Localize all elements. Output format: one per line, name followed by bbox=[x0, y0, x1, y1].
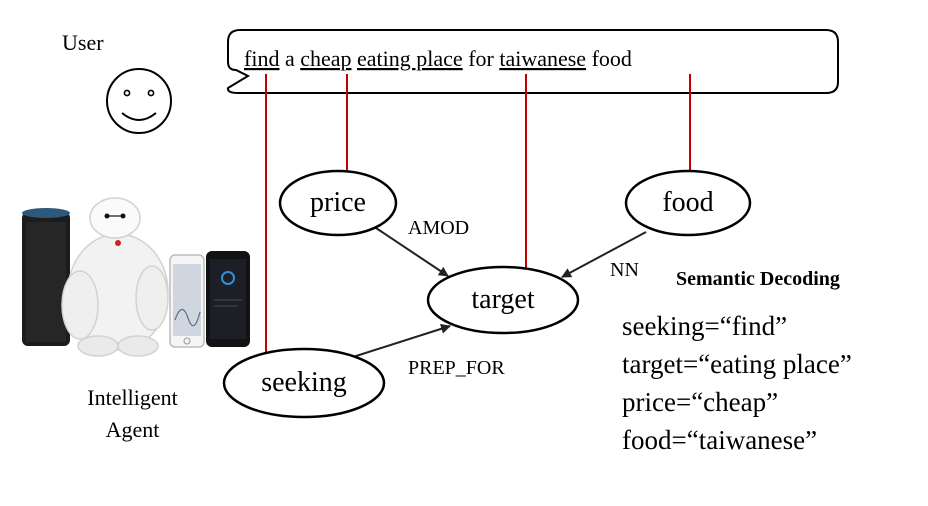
node-seeking: seeking bbox=[222, 347, 386, 419]
semantic-decoding-title: Semantic Decoding bbox=[676, 268, 840, 290]
edge-prep-for bbox=[352, 323, 451, 358]
edge-label-prep-for: PREP_FOR bbox=[408, 357, 505, 379]
edge-label-nn: NN bbox=[610, 259, 639, 281]
robot-character-icon bbox=[61, 197, 169, 357]
smartphone-black-icon bbox=[206, 251, 250, 347]
node-seeking-label: seeking bbox=[261, 367, 347, 398]
node-target-label: target bbox=[471, 284, 534, 315]
node-food-label: food bbox=[662, 187, 713, 218]
decoding-line-price: price=“cheap” bbox=[622, 387, 779, 417]
decoding-line-food: food=“taiwanese” bbox=[622, 425, 818, 455]
utterance-token: taiwanese bbox=[499, 46, 586, 71]
node-target: target bbox=[426, 265, 580, 335]
speech-bubble bbox=[226, 29, 839, 94]
node-price: price bbox=[278, 169, 398, 237]
agent-label-line-1: Intelligent bbox=[87, 385, 178, 410]
utterance-token: cheap bbox=[300, 46, 351, 71]
agent-devices-illustration bbox=[22, 197, 250, 357]
utterance-token: eating place bbox=[357, 46, 463, 71]
user-label: User bbox=[62, 30, 104, 55]
user-smiley-icon bbox=[106, 68, 172, 134]
semantic-decoding-list: seeking=“find” target=“eating place” pri… bbox=[622, 307, 852, 459]
utterance-token: find bbox=[244, 46, 279, 71]
utterance-token: for bbox=[463, 46, 500, 71]
utterance-token: food bbox=[586, 46, 632, 71]
edge-label-amod: AMOD bbox=[408, 217, 469, 239]
edge-amod bbox=[372, 225, 449, 277]
decoding-line-seeking: seeking=“find” bbox=[622, 311, 788, 341]
agent-label-line-2: Agent bbox=[105, 417, 160, 442]
agent-label: Intelligent Agent bbox=[60, 382, 205, 446]
decoding-line-target: target=“eating place” bbox=[622, 349, 852, 379]
node-price-label: price bbox=[310, 187, 366, 218]
smartphone-white-icon bbox=[169, 254, 205, 348]
utterance-token: a bbox=[279, 46, 300, 71]
node-food: food bbox=[624, 169, 752, 237]
utterance-text: find a cheap eating place for taiwanese … bbox=[244, 46, 632, 71]
smart-speaker-icon bbox=[22, 208, 70, 346]
edge-nn bbox=[561, 231, 647, 278]
